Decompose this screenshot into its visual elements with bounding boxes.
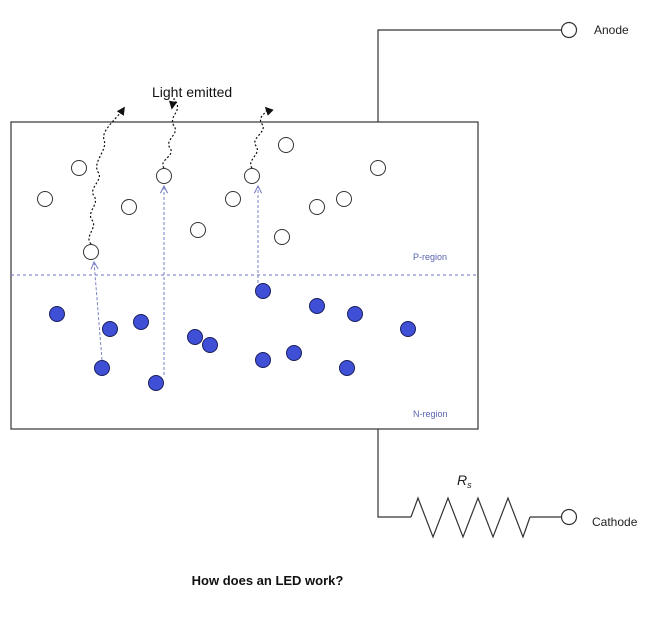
electron: [133, 314, 149, 330]
hole: [274, 229, 290, 245]
electrons-group: [49, 283, 416, 391]
hole: [370, 160, 386, 176]
resistor-symbol: [410, 496, 531, 539]
resistor-label: Rs: [457, 472, 472, 490]
hole: [121, 199, 137, 215]
p-region-label: P-region: [413, 252, 447, 262]
transition-arrows: [94, 186, 258, 375]
anode-label: Anode: [594, 23, 629, 37]
diagram-caption: How does an LED work?: [191, 573, 344, 588]
hole: [71, 160, 87, 176]
transition-arrow: [94, 262, 103, 361]
electron: [187, 329, 203, 345]
anode-wire: [377, 29, 562, 122]
electron: [148, 375, 164, 391]
n-region-label: N-region: [413, 409, 448, 419]
electron: [102, 321, 118, 337]
hole: [190, 222, 206, 238]
electron: [339, 360, 355, 376]
electron: [202, 337, 218, 353]
photon-ray: [88, 106, 125, 245]
photon-ray: [162, 98, 178, 169]
electron: [255, 283, 271, 299]
hole: [309, 199, 325, 215]
cathode-terminal: [560, 508, 578, 526]
holes-group: [37, 137, 386, 260]
hole: [37, 191, 53, 207]
hole: [278, 137, 294, 153]
hole: [336, 191, 352, 207]
hole: [156, 168, 172, 184]
electron: [49, 306, 65, 322]
electron: [255, 352, 271, 368]
photon-ray: [250, 106, 274, 169]
emitted-light-rays: [88, 98, 274, 245]
hole: [244, 168, 260, 184]
electron: [309, 298, 325, 314]
electron: [94, 360, 110, 376]
cathode-label: Cathode: [592, 515, 638, 529]
electron: [400, 321, 416, 337]
light-emitted-label: Light emitted: [152, 84, 232, 100]
anode-terminal: [560, 21, 578, 39]
electron: [286, 345, 302, 361]
cathode-wire-left: [377, 429, 411, 518]
hole: [225, 191, 241, 207]
hole: [83, 244, 99, 260]
electron: [347, 306, 363, 322]
